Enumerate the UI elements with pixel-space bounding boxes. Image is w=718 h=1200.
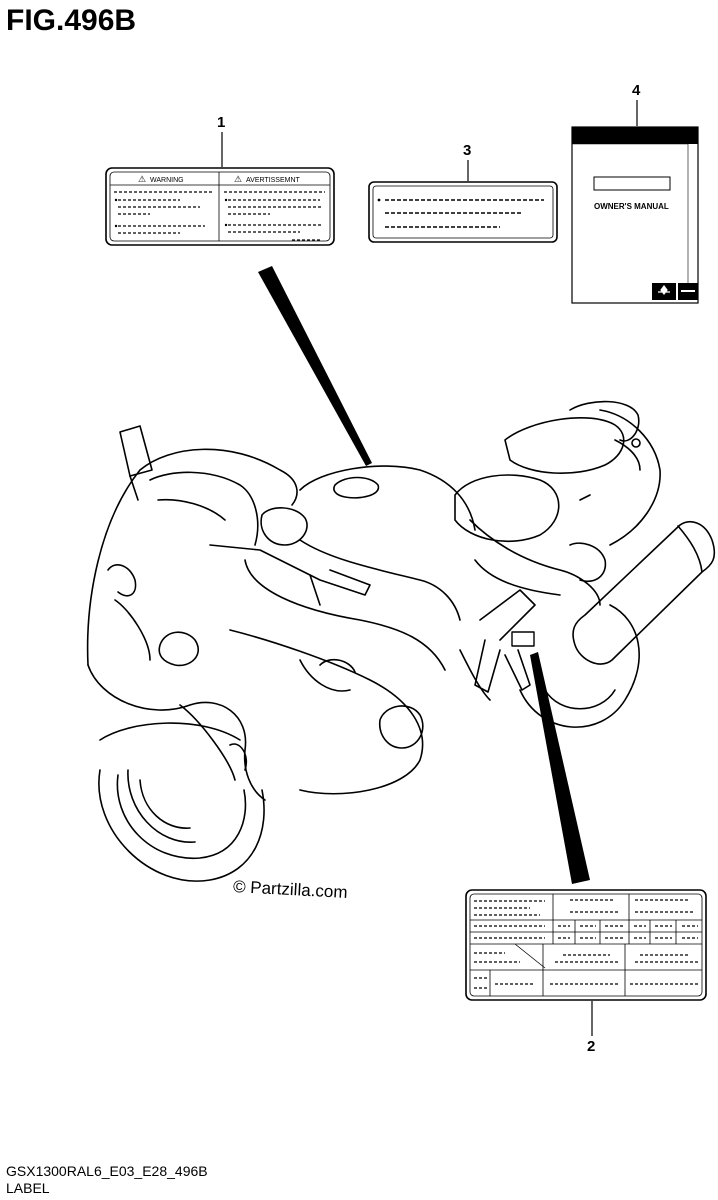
label-2-text-lines xyxy=(474,899,698,989)
warning-triangle-icon: ⚠ xyxy=(234,174,242,184)
callout-4[interactable]: 4 xyxy=(632,82,641,99)
label-1-left-heading: WARNING xyxy=(150,177,184,184)
owners-manual[interactable]: OWNER'S MANUAL xyxy=(571,126,699,304)
callout-2[interactable]: 2 xyxy=(587,1038,596,1055)
figure-caption: LABEL xyxy=(6,1180,50,1196)
label-3[interactable] xyxy=(368,181,558,243)
label-2-grid xyxy=(470,894,702,996)
label-1-warning[interactable]: ⚠ WARNING ⚠ AVERTISSEMNT xyxy=(105,167,335,246)
callout-1[interactable]: 1 xyxy=(217,114,226,131)
manual-title: OWNER'S MANUAL xyxy=(594,202,669,211)
label-2-information[interactable] xyxy=(465,889,707,1001)
label-3-text-lines xyxy=(385,199,544,228)
figure-code: GSX1300RAL6_E03_E28_496B xyxy=(6,1163,208,1179)
warning-triangle-icon: ⚠ xyxy=(138,174,146,184)
pointer-label-1 xyxy=(258,266,372,466)
label-1-right-heading: AVERTISSEMNT xyxy=(246,177,301,184)
callout-3[interactable]: 3 xyxy=(463,142,472,159)
figure-title: FIG.496B xyxy=(6,4,137,37)
label-1-text-lines xyxy=(114,191,325,241)
suzuki-logo-icon xyxy=(652,283,698,300)
motorcycle-illustration xyxy=(86,400,716,882)
pointer-label-2 xyxy=(530,652,590,884)
